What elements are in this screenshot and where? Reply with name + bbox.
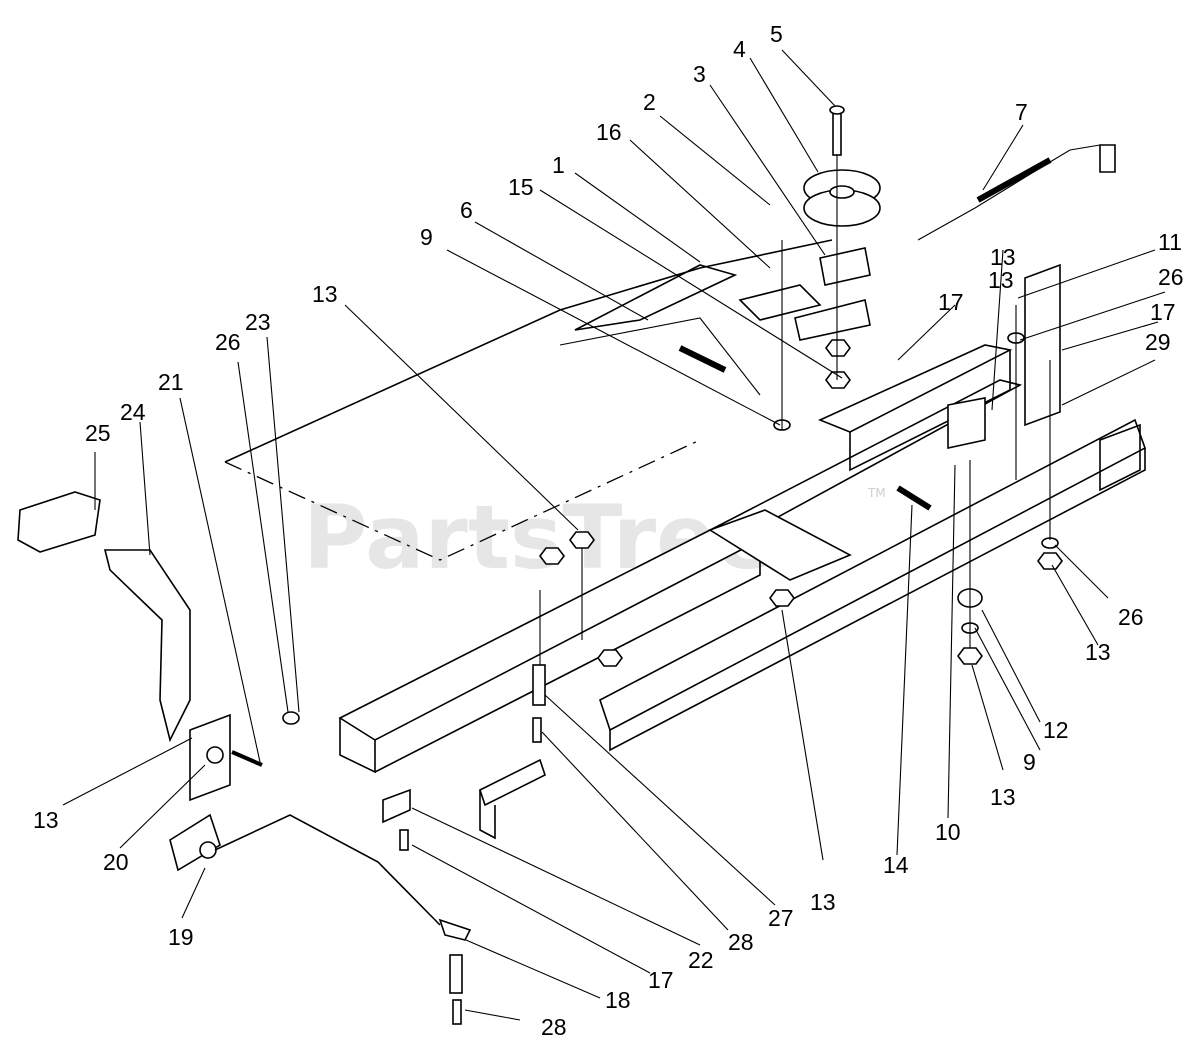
callout-13: 13 bbox=[33, 807, 59, 833]
left-rail-side bbox=[339, 718, 376, 774]
screw-28-lower bbox=[452, 999, 462, 1025]
pivot-plate-hole bbox=[206, 746, 224, 764]
spring-7-body bbox=[976, 157, 1052, 203]
slotted-bracket-side bbox=[849, 350, 1011, 472]
callout-13: 13 bbox=[990, 244, 1016, 270]
nut-13 bbox=[539, 547, 565, 565]
bolt-21 bbox=[231, 750, 263, 767]
frame-centerline bbox=[224, 439, 701, 561]
callout-18: 18 bbox=[605, 987, 631, 1013]
nut-13 bbox=[957, 647, 983, 665]
callout-9: 9 bbox=[420, 224, 433, 250]
callout-28: 28 bbox=[541, 1014, 567, 1040]
callout-16: 16 bbox=[596, 119, 622, 145]
callout-29: 29 bbox=[1145, 329, 1171, 355]
callout-17: 17 bbox=[1150, 299, 1176, 325]
rail-end-plate bbox=[1099, 423, 1141, 492]
frame-top-plate bbox=[574, 264, 738, 331]
pedal-pad bbox=[17, 491, 101, 553]
bracket-19 bbox=[169, 813, 221, 872]
idler-bracket bbox=[819, 247, 871, 286]
callout-13: 13 bbox=[312, 281, 338, 307]
rod-18-end bbox=[438, 918, 472, 941]
rod-6 bbox=[559, 317, 761, 396]
callout-23: 23 bbox=[245, 309, 271, 335]
nut-13 bbox=[825, 371, 851, 389]
spring-7-hook bbox=[1099, 144, 1116, 173]
callout-14: 14 bbox=[883, 852, 909, 878]
washer-26 bbox=[282, 711, 300, 725]
callout-10: 10 bbox=[935, 819, 961, 845]
callout-21: 21 bbox=[158, 369, 184, 395]
spring-7 bbox=[917, 144, 1101, 241]
callout-24: 24 bbox=[120, 399, 146, 425]
callout-20: 20 bbox=[103, 849, 129, 875]
idler-arm bbox=[794, 299, 871, 341]
bracket-29 bbox=[1024, 263, 1061, 427]
callout-6: 6 bbox=[460, 197, 473, 223]
callout-26: 26 bbox=[1158, 264, 1184, 290]
callout-13: 13 bbox=[990, 784, 1016, 810]
callout-17: 17 bbox=[648, 967, 674, 993]
nut-13 bbox=[569, 531, 595, 549]
bracket-10 bbox=[947, 397, 986, 449]
callout-1: 1 bbox=[552, 152, 565, 178]
rod-18 bbox=[214, 814, 441, 926]
callout-26: 26 bbox=[215, 329, 241, 355]
callout-4: 4 bbox=[733, 36, 746, 62]
callout-28: 28 bbox=[728, 929, 754, 955]
callout-22: 22 bbox=[688, 947, 714, 973]
callout-12: 12 bbox=[1043, 717, 1069, 743]
callout-9: 9 bbox=[1023, 749, 1036, 775]
pedal-arm bbox=[103, 549, 191, 743]
screw-28-upper bbox=[532, 717, 542, 743]
callout-2: 2 bbox=[643, 89, 656, 115]
callout-11: 11 bbox=[1158, 229, 1182, 255]
main-rail-lower bbox=[609, 448, 1146, 752]
lower-bracket bbox=[479, 758, 546, 807]
leader-lines bbox=[62, 49, 1166, 1021]
idler-pulley-hub bbox=[829, 185, 855, 199]
clamp-22 bbox=[382, 788, 411, 824]
callout-labels: 1 2 3 4 5 6 7 9 9 10 11 12 13 13 13 13 1… bbox=[33, 21, 1184, 1040]
nut-13 bbox=[597, 649, 623, 667]
lower-bracket-side bbox=[479, 790, 496, 840]
frame-edge bbox=[224, 239, 833, 463]
exploded-view-drawing bbox=[17, 49, 1166, 1025]
pin-27 bbox=[532, 664, 546, 706]
watermark-trademark: TM bbox=[867, 486, 886, 500]
callout-3: 3 bbox=[693, 61, 706, 87]
nut-13 bbox=[769, 589, 795, 607]
center-plate bbox=[708, 509, 852, 581]
bracket-19-hole bbox=[199, 841, 217, 859]
mounting-plate bbox=[738, 284, 822, 321]
nut-13 bbox=[825, 339, 851, 357]
callout-15: 15 bbox=[508, 174, 534, 200]
spring-15 bbox=[678, 345, 727, 373]
bolt-5-head bbox=[829, 105, 845, 115]
callout-19: 19 bbox=[168, 924, 194, 950]
callout-5: 5 bbox=[770, 21, 783, 47]
pin-18 bbox=[449, 954, 463, 994]
callout-13: 13 bbox=[1085, 639, 1111, 665]
callout-17: 17 bbox=[938, 289, 964, 315]
callout-26: 26 bbox=[1118, 604, 1144, 630]
callout-7: 7 bbox=[1015, 99, 1028, 125]
callout-25: 25 bbox=[85, 420, 111, 446]
callout-27: 27 bbox=[768, 905, 794, 931]
nut-13 bbox=[1037, 552, 1063, 570]
bolt-5 bbox=[832, 109, 842, 156]
screw-17-lower bbox=[399, 829, 409, 851]
callout-13: 13 bbox=[810, 889, 836, 915]
callout-13: 13 bbox=[988, 267, 1014, 293]
spring-14 bbox=[896, 485, 932, 511]
